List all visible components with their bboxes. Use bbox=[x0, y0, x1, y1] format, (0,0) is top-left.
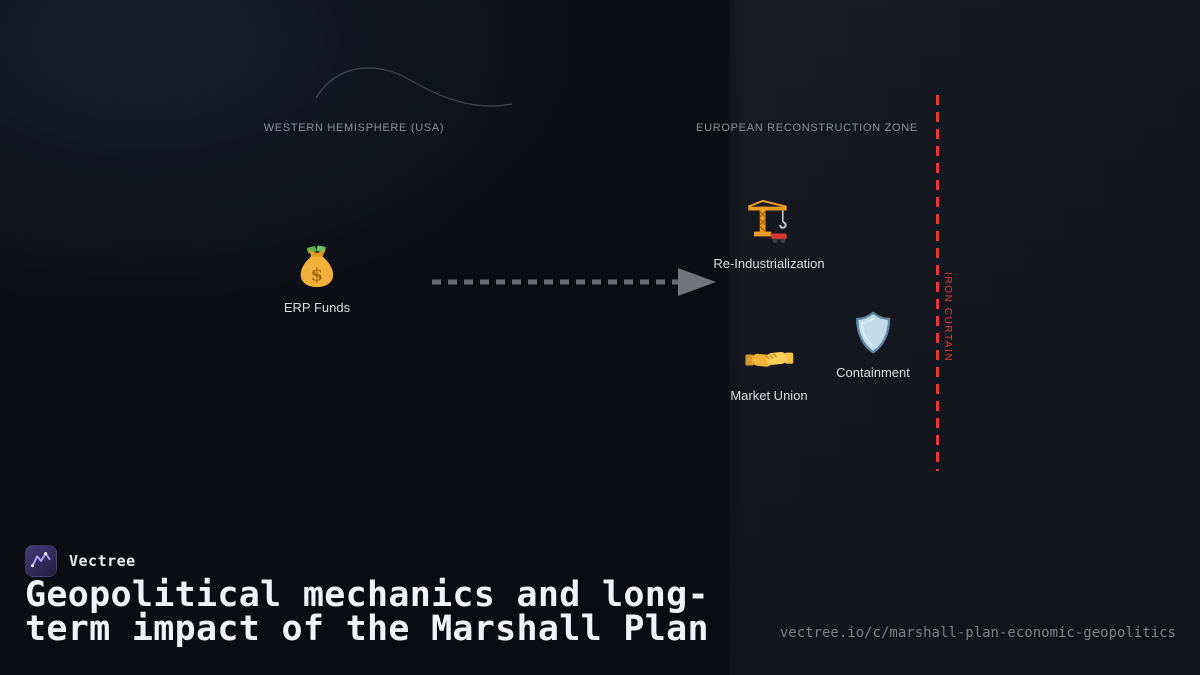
region-label-european-reconstruction-zone: EUROPEAN RECONSTRUCTION ZONE bbox=[696, 122, 918, 134]
vectree-logo-icon bbox=[25, 545, 57, 577]
shield-icon bbox=[854, 311, 892, 359]
crane-icon bbox=[746, 199, 792, 250]
flow-arrow bbox=[432, 268, 716, 296]
region-label-western-hemisphere: WESTERN HEMISPHERE (USA) bbox=[263, 122, 445, 134]
node-re-industrialization: Re-Industrialization bbox=[713, 199, 825, 271]
node-erp-funds: $ ERP Funds bbox=[284, 245, 350, 315]
wave-curve bbox=[315, 67, 513, 107]
handshake-icon bbox=[745, 343, 793, 382]
node-label-market-union: Market Union bbox=[730, 388, 808, 403]
node-label-erp-funds: ERP Funds bbox=[283, 300, 351, 315]
brand-name: Vectree bbox=[69, 552, 136, 570]
money-bag-icon: $ bbox=[296, 245, 338, 294]
brand-row: Vectree bbox=[25, 545, 136, 577]
node-label-re-industrialization: Re-Industrialization bbox=[713, 256, 825, 271]
node-label-containment: Containment bbox=[836, 365, 910, 380]
svg-text:$: $ bbox=[311, 264, 324, 285]
node-market-union: Market Union bbox=[730, 343, 808, 403]
iron-curtain-line bbox=[936, 95, 939, 471]
node-containment: Containment bbox=[836, 311, 910, 380]
iron-curtain-label: IRON CURTAIN bbox=[942, 272, 953, 363]
background-panel bbox=[730, 0, 1200, 675]
page-title: Geopolitical mechanics and long-term imp… bbox=[25, 575, 709, 649]
page-url: vectree.io/c/marshall-plan-economic-geop… bbox=[779, 625, 1176, 641]
